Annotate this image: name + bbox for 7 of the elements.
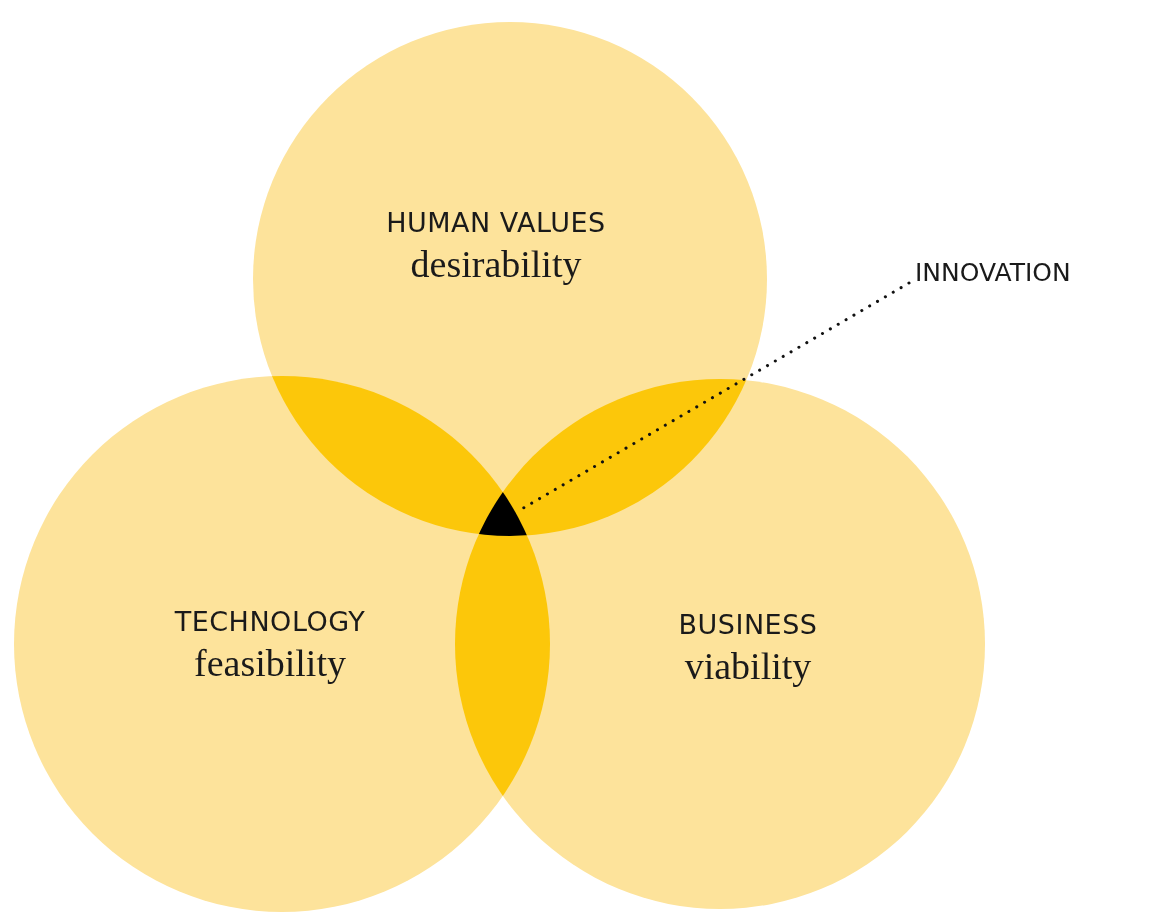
circle-subtitle: feasibility	[194, 641, 346, 685]
circle-title: TECHNOLOGY	[174, 606, 366, 637]
circle-title: HUMAN VALUES	[386, 207, 606, 238]
callout-label: INNOVATION	[915, 257, 1071, 287]
circle-subtitle: desirability	[410, 242, 582, 286]
circle-title: BUSINESS	[678, 609, 818, 640]
circle-subtitle: viability	[684, 644, 812, 688]
